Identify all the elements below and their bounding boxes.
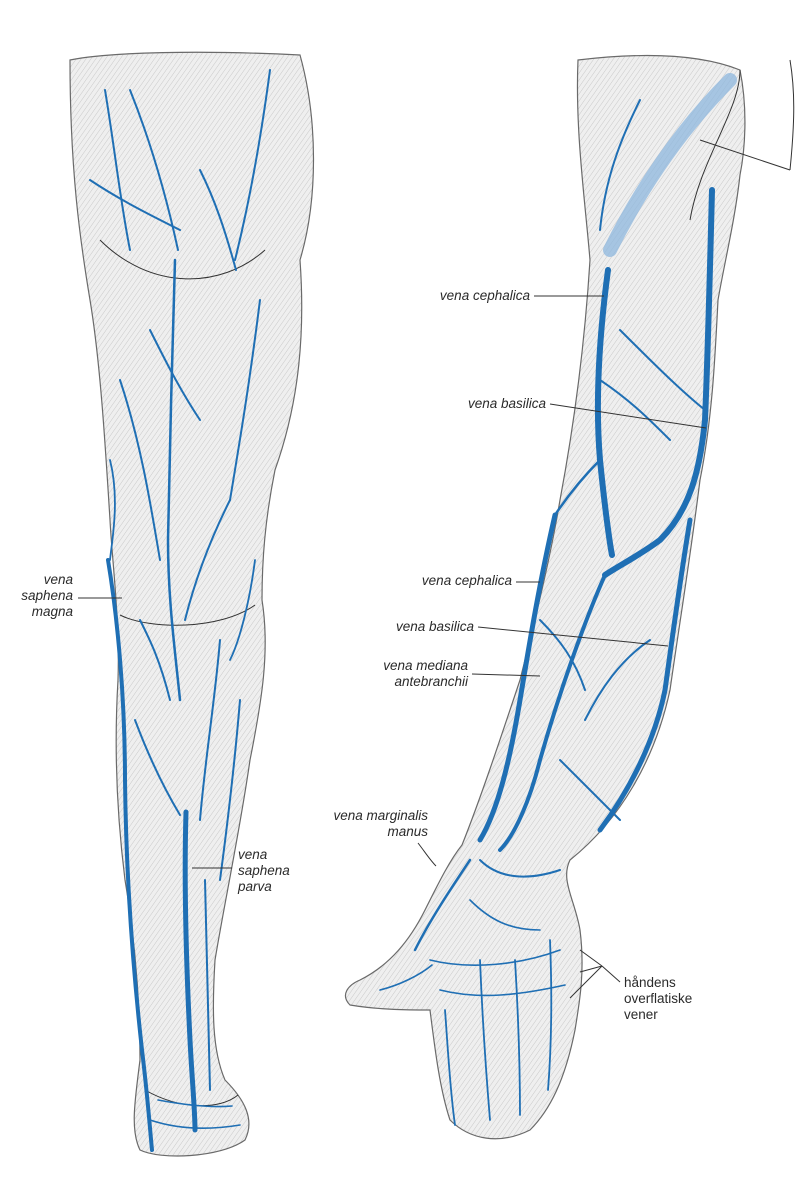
label-handens-overflatiske-vener: håndens overflatiske vener — [624, 975, 693, 1022]
marginalis-manus-vein — [413, 858, 472, 952]
saphena-magna-vein — [106, 558, 154, 1152]
basilica-vein — [602, 187, 715, 578]
label-vena-basilica-upper: vena basilica — [467, 396, 546, 411]
label-vena-cephalica-upper: vena cephalica — [439, 288, 530, 303]
cephalica-vein-forearm — [477, 512, 558, 843]
leader-lines — [78, 295, 707, 999]
cephalica-vein-upper — [603, 73, 737, 257]
saphena-parva-vein — [182, 809, 198, 1133]
label-vena-cephalica-lower: vena cephalica — [421, 573, 512, 588]
leg-silhouette — [69, 51, 315, 1157]
label-vena-saphena-magna: vena saphena magna — [21, 572, 73, 619]
arm-veins — [379, 73, 737, 1126]
leg-veins — [89, 69, 271, 1152]
leg-illustration — [69, 51, 315, 1157]
label-vena-saphena-parva: vena saphena parva — [238, 847, 290, 894]
mediana-antebrachii-vein — [498, 573, 607, 852]
arm-illustration — [345, 54, 795, 1140]
basilica-vein-forearm — [597, 517, 693, 833]
label-vena-mediana-antebranchii: vena mediana antebranchii — [383, 658, 468, 689]
label-vena-basilica-lower: vena basilica — [395, 619, 474, 634]
label-vena-marginalis-manus: vena marginalis manus — [333, 808, 428, 839]
cephalica-vein — [595, 267, 615, 558]
